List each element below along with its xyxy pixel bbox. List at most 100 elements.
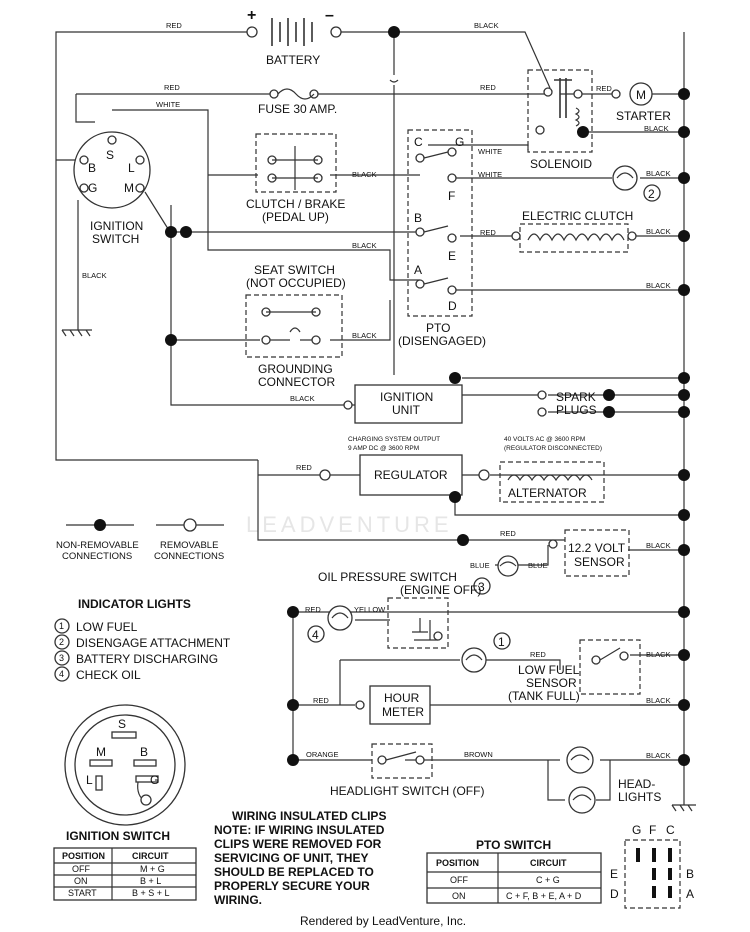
grounding-connector-label: GROUNDING [258,362,333,376]
oil-pressure-label: OIL PRESSURE SWITCH [318,570,457,584]
charging-output-label: CHARGING SYSTEM OUTPUT [348,436,440,443]
wire-label: BLACK [646,696,671,705]
note-line: WIRING. [214,893,262,907]
battery: + – BATTERY [246,7,342,67]
ignition-table-title: IGNITION SWITCH [66,829,170,843]
ignition-switch-label: SWITCH [92,232,139,246]
legend-label: REMOVABLE [160,540,218,551]
battery-discharge-lamp: 3 [473,555,519,595]
pto-pin-label: D [610,887,619,901]
pto-terminal-f: F [448,189,455,203]
note-title: WIRING INSULATED CLIPS [232,809,386,823]
lamp-number: 1 [498,635,505,649]
solenoid: SOLENOID [527,69,593,171]
low-fuel-sensor-label: SENSOR [526,676,577,690]
pto-pin-label: C [666,823,675,837]
wire-label: BROWN [464,750,493,759]
connection-legend: NON-REMOVABLE CONNECTIONS REMOVABLE CONN… [56,518,224,562]
table-header: CIRCUIT [132,851,169,861]
table-cell: ON [452,891,466,901]
lamp-number: 3 [478,580,485,594]
seat-switch-label: (NOT OCCUPIED) [246,276,346,290]
pto-terminal-g: G [455,135,464,149]
pin-m: M [96,745,106,759]
alternator-voltage-label: 40 VOLTS AC @ 3600 RPM [504,436,585,443]
battery-minus: – [325,7,334,24]
indicator-light-label: CHECK OIL [76,668,141,682]
headlights: HEAD- LIGHTS [566,746,661,814]
watermark: LEADVENTURE [246,512,453,537]
ignition-switch: S B L G M IGNITION SWITCH [73,131,151,246]
note-line: SHOULD BE REPLACED TO [214,865,374,879]
connection-dots [165,26,690,766]
wire-label: BLACK [646,281,671,290]
wire-label: BLACK [644,124,669,133]
wire-label: BLACK [82,271,107,280]
low-fuel-lamp: 1 [461,632,511,673]
wire-label: BLACK [352,331,377,340]
pto-pin-label: G [632,823,641,837]
terminal-s: S [106,148,114,162]
wire-label: BLACK [646,650,671,659]
wire-label: WHITE [156,100,180,109]
wire-label: BLACK [352,170,377,179]
table-header: POSITION [62,851,105,861]
note-line: SERVICING OF UNIT, THEY [214,851,368,865]
pin-g: G [150,773,159,787]
wire-label: RED [500,529,516,538]
battery-plus: + [247,7,256,24]
regulator-label: REGULATOR [374,468,448,482]
table-cell: OFF [72,864,90,874]
ignition-unit-label: IGNITION [380,390,433,404]
table-header: POSITION [436,858,479,868]
clutch-brake-label: (PEDAL UP) [262,210,329,224]
wire-label: BLACK [646,751,671,760]
indicator-light-label: DISENGAGE ATTACHMENT [76,636,231,650]
lamp-number: 4 [312,628,319,642]
wire-label: BLACK [352,241,377,250]
clutch-brake-label: CLUTCH / BRAKE [246,197,345,211]
pin-s: S [118,717,126,731]
disengage-lamp: 2 [612,165,661,202]
wire-label: WHITE [478,170,502,179]
wire-label: RED [530,650,546,659]
legend-label: CONNECTIONS [154,551,224,562]
lamp-number: 3 [59,653,64,663]
indicator-lights-title: INDICATOR LIGHTS [78,597,191,611]
seat-switch-label: SEAT SWITCH [254,263,335,277]
sensor-label: 12.2 VOLT [568,541,626,555]
electric-clutch-label: ELECTRIC CLUTCH [522,209,633,223]
pto-terminal-b: B [414,211,422,225]
alternator-voltage-label: (REGULATOR DISCONNECTED) [504,445,602,452]
wire-label: BLUE [470,561,490,570]
note-line: PROPERLY SECURE YOUR [214,879,370,893]
spark-plugs-label: SPARK [556,390,596,404]
headlight-switch: HEADLIGHT SWITCH (OFF) [330,743,484,798]
wire-label: BLACK [646,227,671,236]
headlight-switch-label: HEADLIGHT SWITCH (OFF) [330,784,484,798]
fuse-label: FUSE 30 AMP. [258,102,337,116]
table-cell: ON [74,876,88,886]
table-cell: C + G [536,875,560,885]
indicator-light-label: BATTERY DISCHARGING [76,652,218,666]
pto-switch-table: PTO SWITCH POSITION CIRCUIT OFF C + G ON… [426,838,602,904]
oil-pressure-label: (ENGINE OFF) [400,583,481,597]
starter-motor: M STARTER [611,82,671,123]
footer-credit: Rendered by LeadVenture, Inc. [300,914,466,928]
pto-pinout: G F C E D B A [610,823,694,909]
note-line: NOTE: IF WIRING INSULATED [214,823,385,837]
wire-label: RED [313,696,329,705]
wire-label: RED [305,605,321,614]
pto-switch: C G F B E A D PTO (DISENGAGED) [398,129,486,348]
headlights-label: LIGHTS [618,790,661,804]
pto-terminal-a: A [414,263,422,277]
regulator: CHARGING SYSTEM OUTPUT 9 AMP DC @ 3600 R… [319,436,463,496]
pto-terminal-c: C [414,135,423,149]
sensor-label: SENSOR [574,555,625,569]
grounding-connector-label: CONNECTOR [258,375,335,389]
fuse: FUSE 30 AMP. [258,88,337,116]
pin-b: B [140,745,148,759]
pto-label: (DISENGAGED) [398,334,486,348]
lamp-number: 2 [59,637,64,647]
